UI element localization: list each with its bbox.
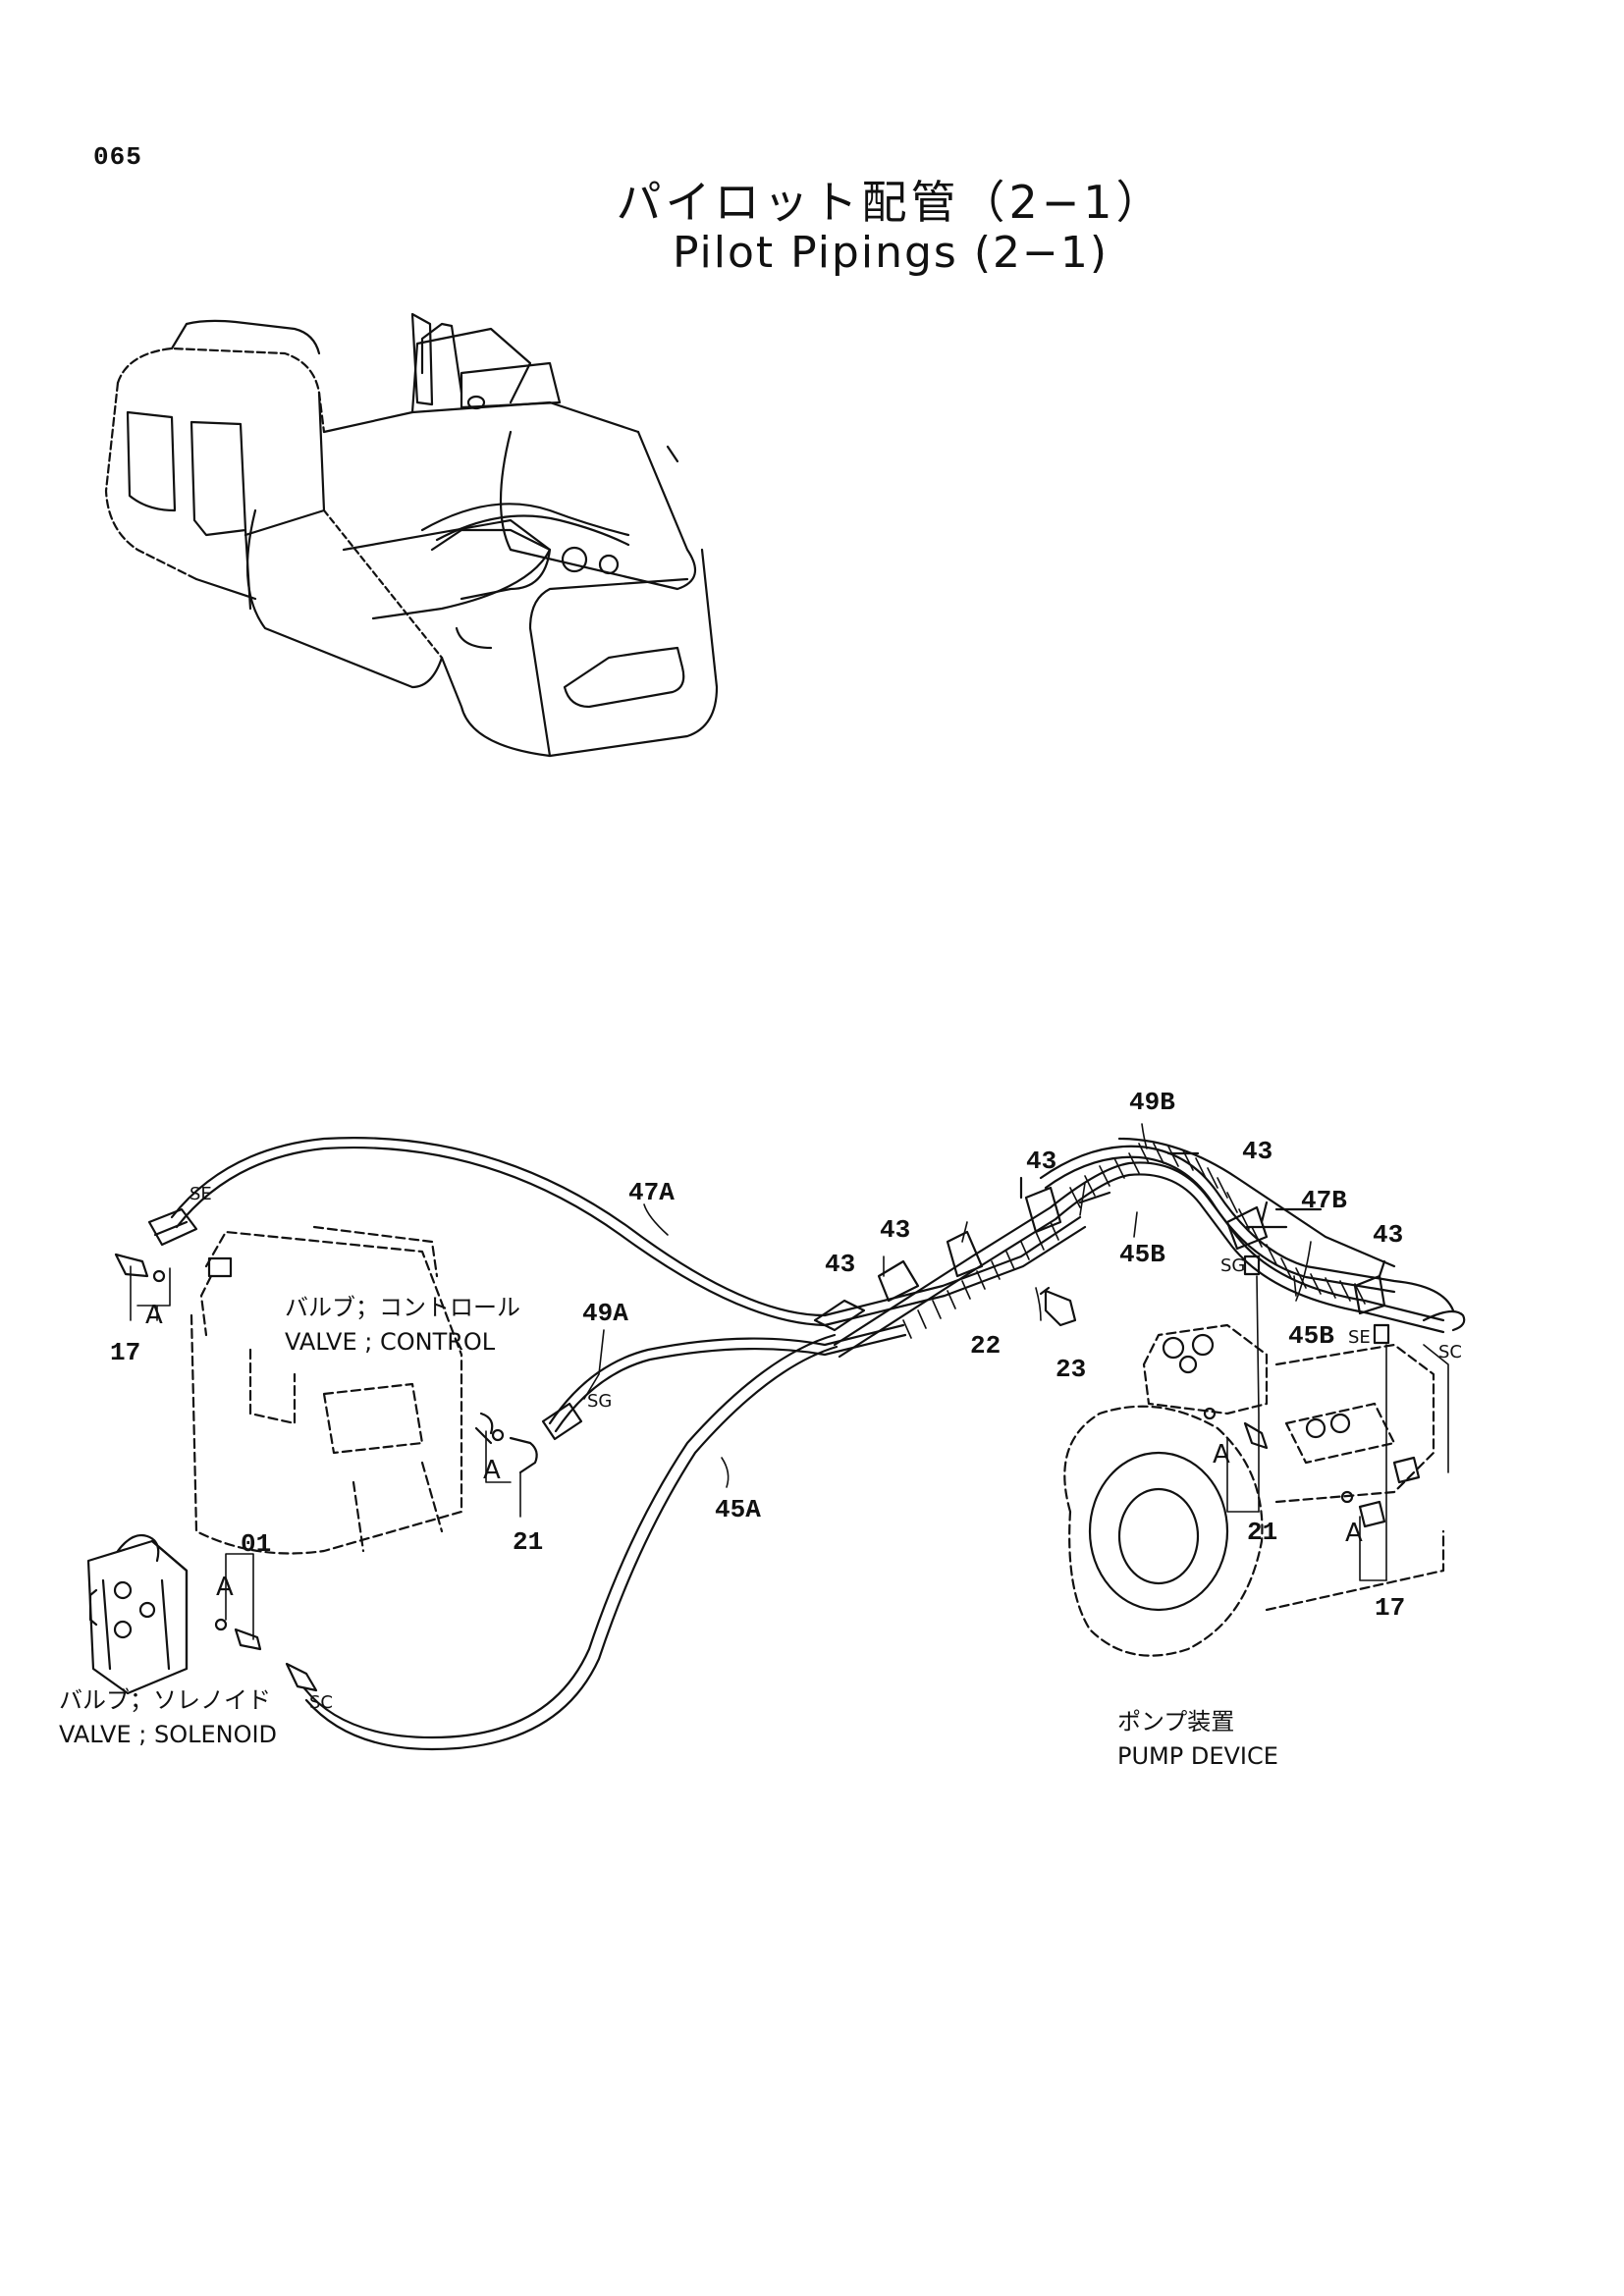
fitting-sg-mid [541,1402,583,1441]
callout-43-b: 43 [880,1215,910,1245]
control-valve-label-en: VALVE ; CONTROL [285,1328,496,1356]
callout-45B-top: 45B [1119,1240,1165,1269]
fitting-sc-bottom [285,1662,318,1692]
title-english: Pilot Pipings (2−1) [672,228,1110,278]
callout-17-left: 17 [110,1338,140,1367]
callout-21-left: 21 [513,1527,543,1557]
detail-refs: A A A A A [145,1301,1363,1602]
elbow-fitting-21-left [491,1428,538,1474]
bolt-23 [1039,1286,1077,1327]
callout-47A: 47A [628,1178,675,1207]
callout-49B: 49B [1129,1088,1175,1117]
callout-22: 22 [970,1331,1001,1361]
tag-sc-bottom: SC [309,1692,333,1713]
pump-device-illustration [1063,1323,1445,1657]
fitting-se-left [147,1207,198,1247]
fitting-17-left [114,1253,166,1283]
control-valve-spool [207,1256,494,1445]
callout-49A: 49A [582,1299,628,1328]
clamp-43-group [813,1176,1386,1332]
solenoid-valve-illustration [86,1533,189,1695]
tag-sc-right: SC [1438,1342,1462,1362]
page-number: 065 [93,142,142,172]
fitting-01 [214,1618,262,1651]
excavator-overview-illustration [104,312,719,758]
tag-sg-mid: SG [587,1391,612,1412]
tag-se-left: SE [189,1184,212,1204]
callout-43-c: 43 [1026,1147,1056,1176]
ref-a-pump-2: A [1345,1519,1363,1548]
ref-a-mid: A [483,1456,501,1485]
pump-flange [1088,1333,1351,1612]
callout-47B: 47B [1301,1186,1347,1215]
pump-device-label-ja: ポンプ装置 [1117,1708,1234,1735]
ref-a-solenoid: A [216,1573,234,1602]
callout-43-a: 43 [825,1250,855,1279]
solenoid-valve-label-ja: バルブ；ソレノイド [59,1686,271,1714]
pipe-47A [170,1137,1087,1327]
braid-hatching [902,1143,1366,1339]
solenoid-valve-label-en: VALVE ; SOLENOID [59,1721,277,1748]
callout-43-e: 43 [1373,1220,1403,1250]
pump-device-label-en: PUMP DEVICE [1117,1742,1278,1770]
callout-21-right: 21 [1247,1518,1277,1547]
callout-45A: 45A [715,1495,761,1524]
pump-fittings [1203,1255,1466,1528]
component-labels: バルブ；コントロール VALVE ; CONTROL バルブ；ソレノイド VAL… [59,1294,1278,1770]
callout-45B-right: 45B [1288,1321,1334,1351]
hose-49A [548,1323,907,1433]
pipe-45A [302,1333,839,1751]
tag-sg-right: SG [1220,1255,1245,1276]
control-valve-label-ja: バルブ；コントロール [285,1294,520,1321]
tag-se-right: SE [1348,1327,1371,1348]
leader-lines [130,1123,1449,1640]
end-tags: SE SG SC SG SE SC [189,1184,1462,1713]
callout-17-right: 17 [1375,1593,1405,1623]
ref-a-left: A [145,1301,163,1330]
callout-labels: 47A 49A 45A 49B 47B 45B 45B 43 43 43 43 … [110,1088,1405,1623]
callout-23: 23 [1056,1355,1086,1384]
callout-01: 01 [241,1529,271,1559]
control-valve-illustration [189,1225,463,1555]
title-japanese: パイロット配管（2−1） [616,176,1165,229]
callout-43-d: 43 [1242,1137,1272,1166]
ref-a-pump-1: A [1213,1440,1230,1469]
